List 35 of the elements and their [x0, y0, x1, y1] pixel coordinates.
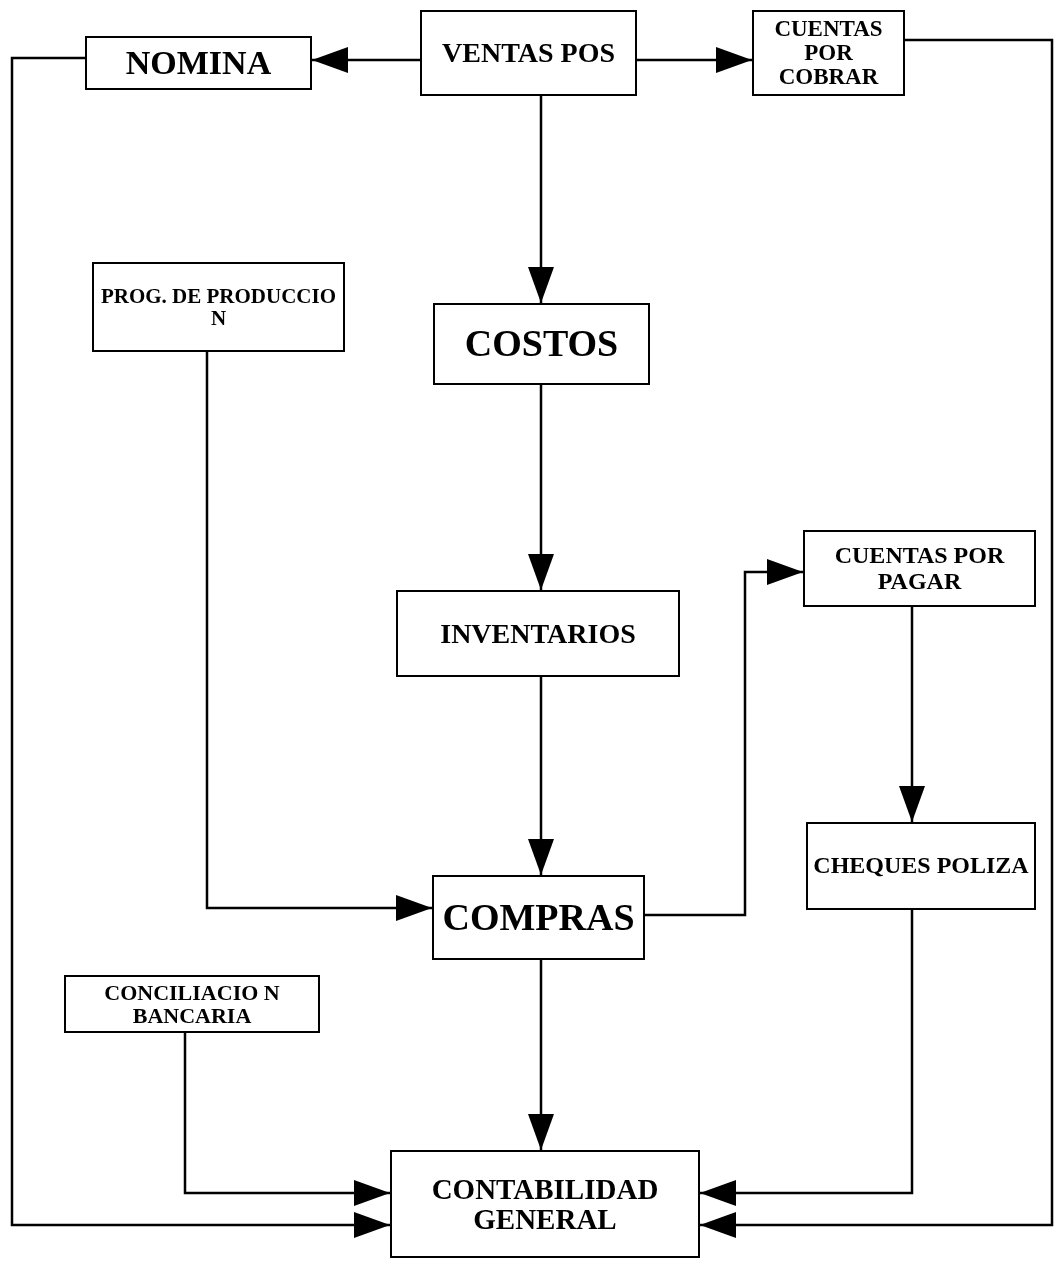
arrow	[10, 56, 390, 1238]
process-box	[432, 875, 645, 960]
arrow	[183, 1033, 390, 1206]
arrow	[528, 385, 554, 590]
arrow	[528, 960, 554, 1150]
box-label: CUENTAS POR COBRAR	[773, 16, 884, 90]
box-label: INVENTARIOS	[440, 618, 636, 649]
process-box	[92, 262, 345, 352]
arrow	[528, 677, 554, 875]
box-label: CONCILIACIO N BANCARIA	[103, 980, 281, 1028]
box-label: PROG. DE PRODUCCIO N	[99, 284, 338, 330]
process-box	[396, 590, 680, 677]
arrow	[645, 559, 803, 917]
arrow	[637, 47, 752, 73]
arrow	[899, 607, 925, 822]
process-box	[390, 1150, 700, 1258]
process-box	[85, 36, 312, 90]
box-label: COMPRAS	[442, 897, 635, 938]
process-box	[433, 303, 650, 385]
arrow	[205, 352, 432, 921]
arrow	[528, 96, 554, 303]
process-box	[64, 975, 320, 1033]
process-box	[420, 10, 637, 96]
box-label: NOMINA	[125, 45, 272, 81]
box-label: VENTAS POS	[442, 38, 615, 68]
box-label: CHEQUES POLIZA	[813, 853, 1029, 879]
box-label: COSTOS	[464, 324, 619, 364]
arrow	[700, 910, 914, 1206]
process-box	[806, 822, 1036, 910]
box-label: CUENTAS POR PAGAR	[833, 543, 1006, 594]
process-box	[752, 10, 905, 96]
box-label: CONTABILIDAD GENERAL	[430, 1173, 660, 1235]
arrow	[312, 47, 420, 73]
process-box	[803, 530, 1036, 607]
arrow	[700, 38, 1054, 1238]
